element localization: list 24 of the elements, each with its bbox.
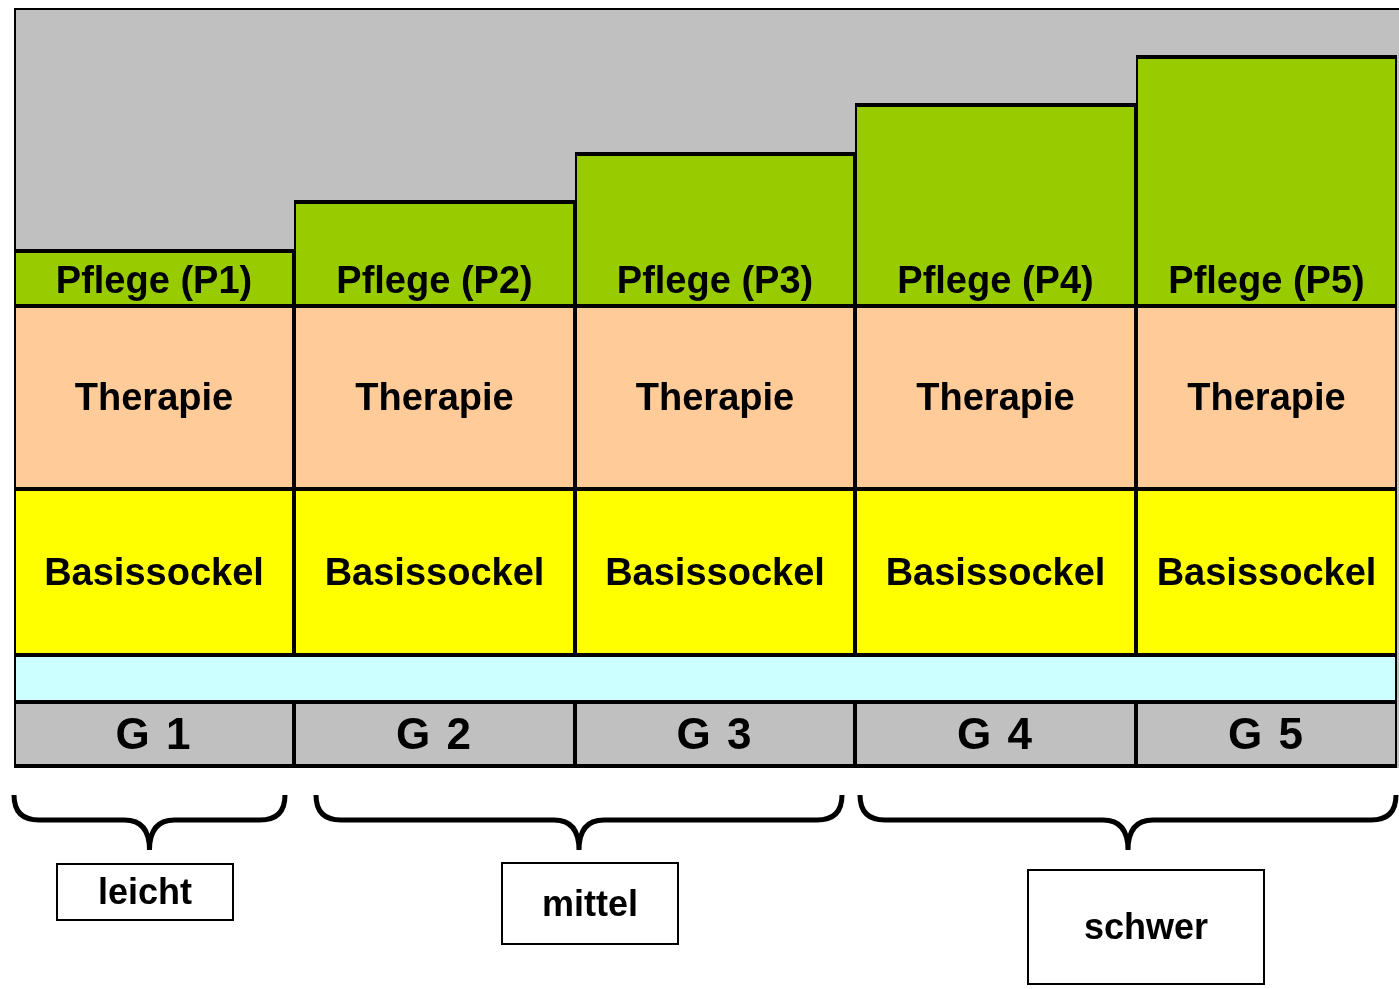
group-cell: G 5 — [1136, 702, 1397, 768]
therapy-block: Therapie — [575, 306, 855, 489]
care-block: Pflege (P2) — [294, 200, 575, 306]
severity-label: leicht — [56, 863, 234, 921]
base-block: Basissockel — [14, 489, 294, 655]
group-cell: G 1 — [14, 702, 294, 768]
care-block: Pflege (P4) — [855, 103, 1136, 306]
therapy-block: Therapie — [1136, 306, 1397, 489]
group-cell: G 3 — [575, 702, 855, 768]
group-cell: G 2 — [294, 702, 575, 768]
care-block: Pflege (P3) — [575, 152, 855, 306]
band-bar — [14, 655, 1397, 702]
care-block: Pflege (P1) — [14, 249, 294, 306]
care-block: Pflege (P5) — [1136, 55, 1397, 306]
severity-label: schwer — [1027, 869, 1265, 985]
therapy-block: Therapie — [294, 306, 575, 489]
group-cell: G 4 — [855, 702, 1136, 768]
base-block: Basissockel — [294, 489, 575, 655]
therapy-block: Therapie — [14, 306, 294, 489]
base-block: Basissockel — [855, 489, 1136, 655]
therapy-block: Therapie — [855, 306, 1136, 489]
severity-label: mittel — [501, 862, 679, 945]
base-block: Basissockel — [575, 489, 855, 655]
base-block: Basissockel — [1136, 489, 1397, 655]
